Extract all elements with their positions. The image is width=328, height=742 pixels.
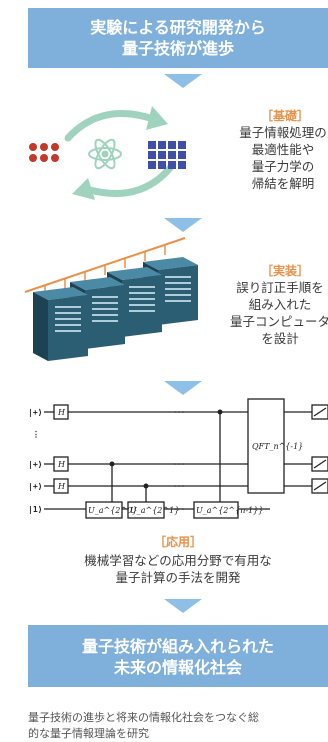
- application-line: 量子計算の手法を開発: [115, 570, 241, 585]
- qubit-label: |1⟩: [28, 505, 42, 514]
- h-gate: H: [57, 408, 66, 417]
- qubit-label: ⋮: [32, 430, 40, 439]
- application-line: 機械学習などの応用分野で有用な: [84, 553, 272, 568]
- server-rack-1: [33, 287, 88, 361]
- qubit-label: |+⟩: [28, 482, 42, 491]
- flow-arrow-1: [164, 74, 202, 88]
- qft-gate: QFT_n^{-1}: [252, 442, 303, 451]
- u-gate: U_a^{2^0}: [88, 506, 137, 515]
- top-banner: 実験による研究開発から 量子技術が進歩: [28, 8, 328, 68]
- caption-line1: 量子技術の進歩と将来の情報化社会をつなぐ総: [28, 711, 259, 724]
- flow-arrow-4: [164, 599, 202, 613]
- atom-icon: [88, 138, 122, 170]
- basic-line: 帰結を解明: [251, 176, 315, 191]
- u-gate: U_a^{2^1}: [130, 506, 179, 515]
- quantum-circuit: |+⟩ ⋮ |+⟩ |+⟩ |1⟩ H: [28, 398, 328, 519]
- basic-line: 最適性能や: [251, 142, 315, 157]
- red-dots-icon: [29, 143, 59, 162]
- caption-line2: 的な量子情報理論を研究: [28, 727, 149, 740]
- implementation-line: を設計: [261, 331, 299, 346]
- blue-grid-icon: [148, 141, 186, 169]
- application-description: 機械学習などの応用分野で有用な 量子計算の手法を開発: [28, 552, 328, 586]
- basic-tag: ［基礎］: [260, 109, 309, 123]
- h-gate: H: [57, 460, 66, 469]
- implementation-tag: ［実装］: [260, 264, 309, 278]
- flow-arrow-3: [164, 381, 202, 395]
- implementation-line: 組み入れた: [248, 297, 312, 312]
- qubit-label: |+⟩: [28, 460, 42, 469]
- h-gate: H: [57, 482, 66, 491]
- top-banner-line1: 実験による研究開発から: [90, 18, 266, 37]
- top-banner-line2: 量子技術が進歩: [121, 39, 234, 58]
- server-rack-illustration: [24, 237, 198, 361]
- basic-line: 量子情報処理の: [239, 125, 327, 140]
- qubit-label: |+⟩: [28, 408, 42, 417]
- basic-line: 量子力学の: [251, 159, 315, 174]
- bottom-banner-line2: 未来の情報化社会: [113, 658, 242, 677]
- u-gate: U_a^{2^{n-1}}: [196, 506, 263, 515]
- application-tag: ［応用］: [153, 535, 202, 549]
- cycle-arrows-icon: [64, 110, 174, 197]
- basic-illustration: [29, 106, 186, 200]
- basic-description: 量子情報処理の 最適性能や 量子力学の 帰結を解明: [228, 124, 328, 192]
- implementation-line: 量子コンピュータ: [229, 314, 328, 329]
- bottom-banner-line1: 量子技術が組み入れられた: [81, 637, 274, 656]
- caption: 量子技術の進歩と将来の情報化社会をつなぐ総 的な量子情報理論を研究: [28, 710, 328, 742]
- bottom-banner: 量子技術が組み入れられた 未来の情報化社会: [28, 625, 328, 687]
- implementation-line: 誤り訂正手順を: [236, 280, 324, 295]
- implementation-description: 誤り訂正手順を 組み入れた 量子コンピュータ を設計: [220, 279, 328, 347]
- flow-arrow-2: [164, 218, 202, 232]
